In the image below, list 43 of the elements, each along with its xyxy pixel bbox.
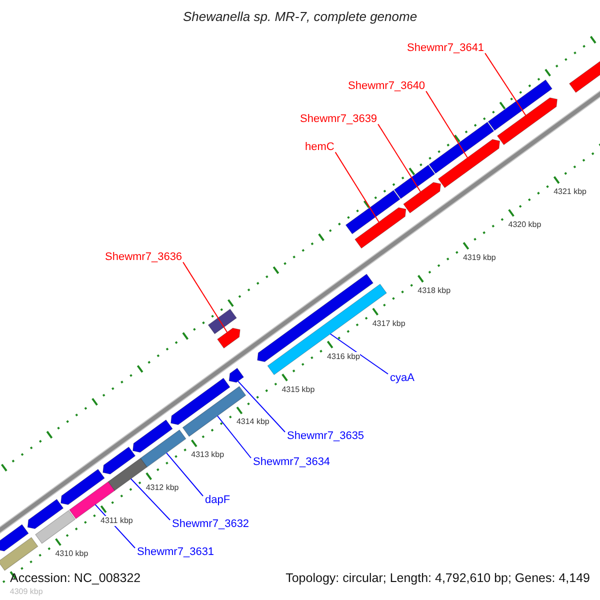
gene-label: Shewmr7_3639: [300, 113, 378, 126]
gene-block: [496, 97, 558, 146]
leader-line: [334, 152, 380, 223]
scale-label: 4319 kbp: [462, 252, 496, 262]
gene-label: Shewmr7_3636: [105, 251, 182, 264]
leader-line: [166, 452, 204, 496]
leader-line: [484, 52, 526, 116]
leader-line: [237, 380, 286, 432]
gene-label: Shewmr7_3641: [407, 42, 484, 56]
gene-label: Shewmr7_3635: [287, 430, 364, 444]
gene-block: [403, 182, 442, 214]
gene-block: [228, 368, 244, 383]
scale-label: 4314 kbp: [236, 417, 270, 427]
scale-label: 4318 kbp: [418, 286, 451, 296]
leader-line: [426, 90, 468, 158]
scale-label: 4321 kbp: [554, 187, 586, 197]
gene-block: [354, 207, 406, 249]
scale-label: 4315 kbp: [282, 384, 315, 394]
scale-label: 4312 kbp: [146, 483, 179, 493]
gene-label: cyaA: [390, 372, 414, 386]
gene-block: [140, 430, 186, 468]
genome-summary-text: Topology: circular; Length: 4,792,610 bp; Genes: 4,149: [286, 571, 590, 586]
gene-label: dapF: [205, 494, 230, 508]
gene-label: Shewmr7_3634: [253, 456, 330, 470]
scale-label: 4317 kbp: [372, 318, 406, 328]
leader-line: [216, 415, 252, 458]
scale-label: 4313 kbp: [191, 450, 224, 460]
gene-block: [438, 139, 500, 188]
scale-label: 4311 kbp: [100, 516, 133, 526]
gene-label: Shewmr7_3640: [348, 80, 426, 94]
scale-label: 4309 kbp: [10, 587, 43, 597]
title: Shewanella sp. MR-7, complete genome: [182, 9, 418, 24]
gene-block: [217, 328, 240, 349]
scale-label: 4316 kbp: [327, 352, 360, 362]
accession-text: Accession: NC_008322: [10, 571, 141, 586]
leader-line: [378, 124, 421, 192]
scale-label: 4320 kbp: [508, 220, 542, 230]
gene-label: Shewmr7_3632: [172, 518, 250, 532]
leader-line: [130, 478, 170, 520]
gene-label: hemC: [305, 141, 334, 154]
scale-label: 4310 kbp: [55, 549, 88, 559]
gene-block: [108, 458, 148, 491]
gene-label: Shewmr7_3631: [137, 546, 214, 560]
